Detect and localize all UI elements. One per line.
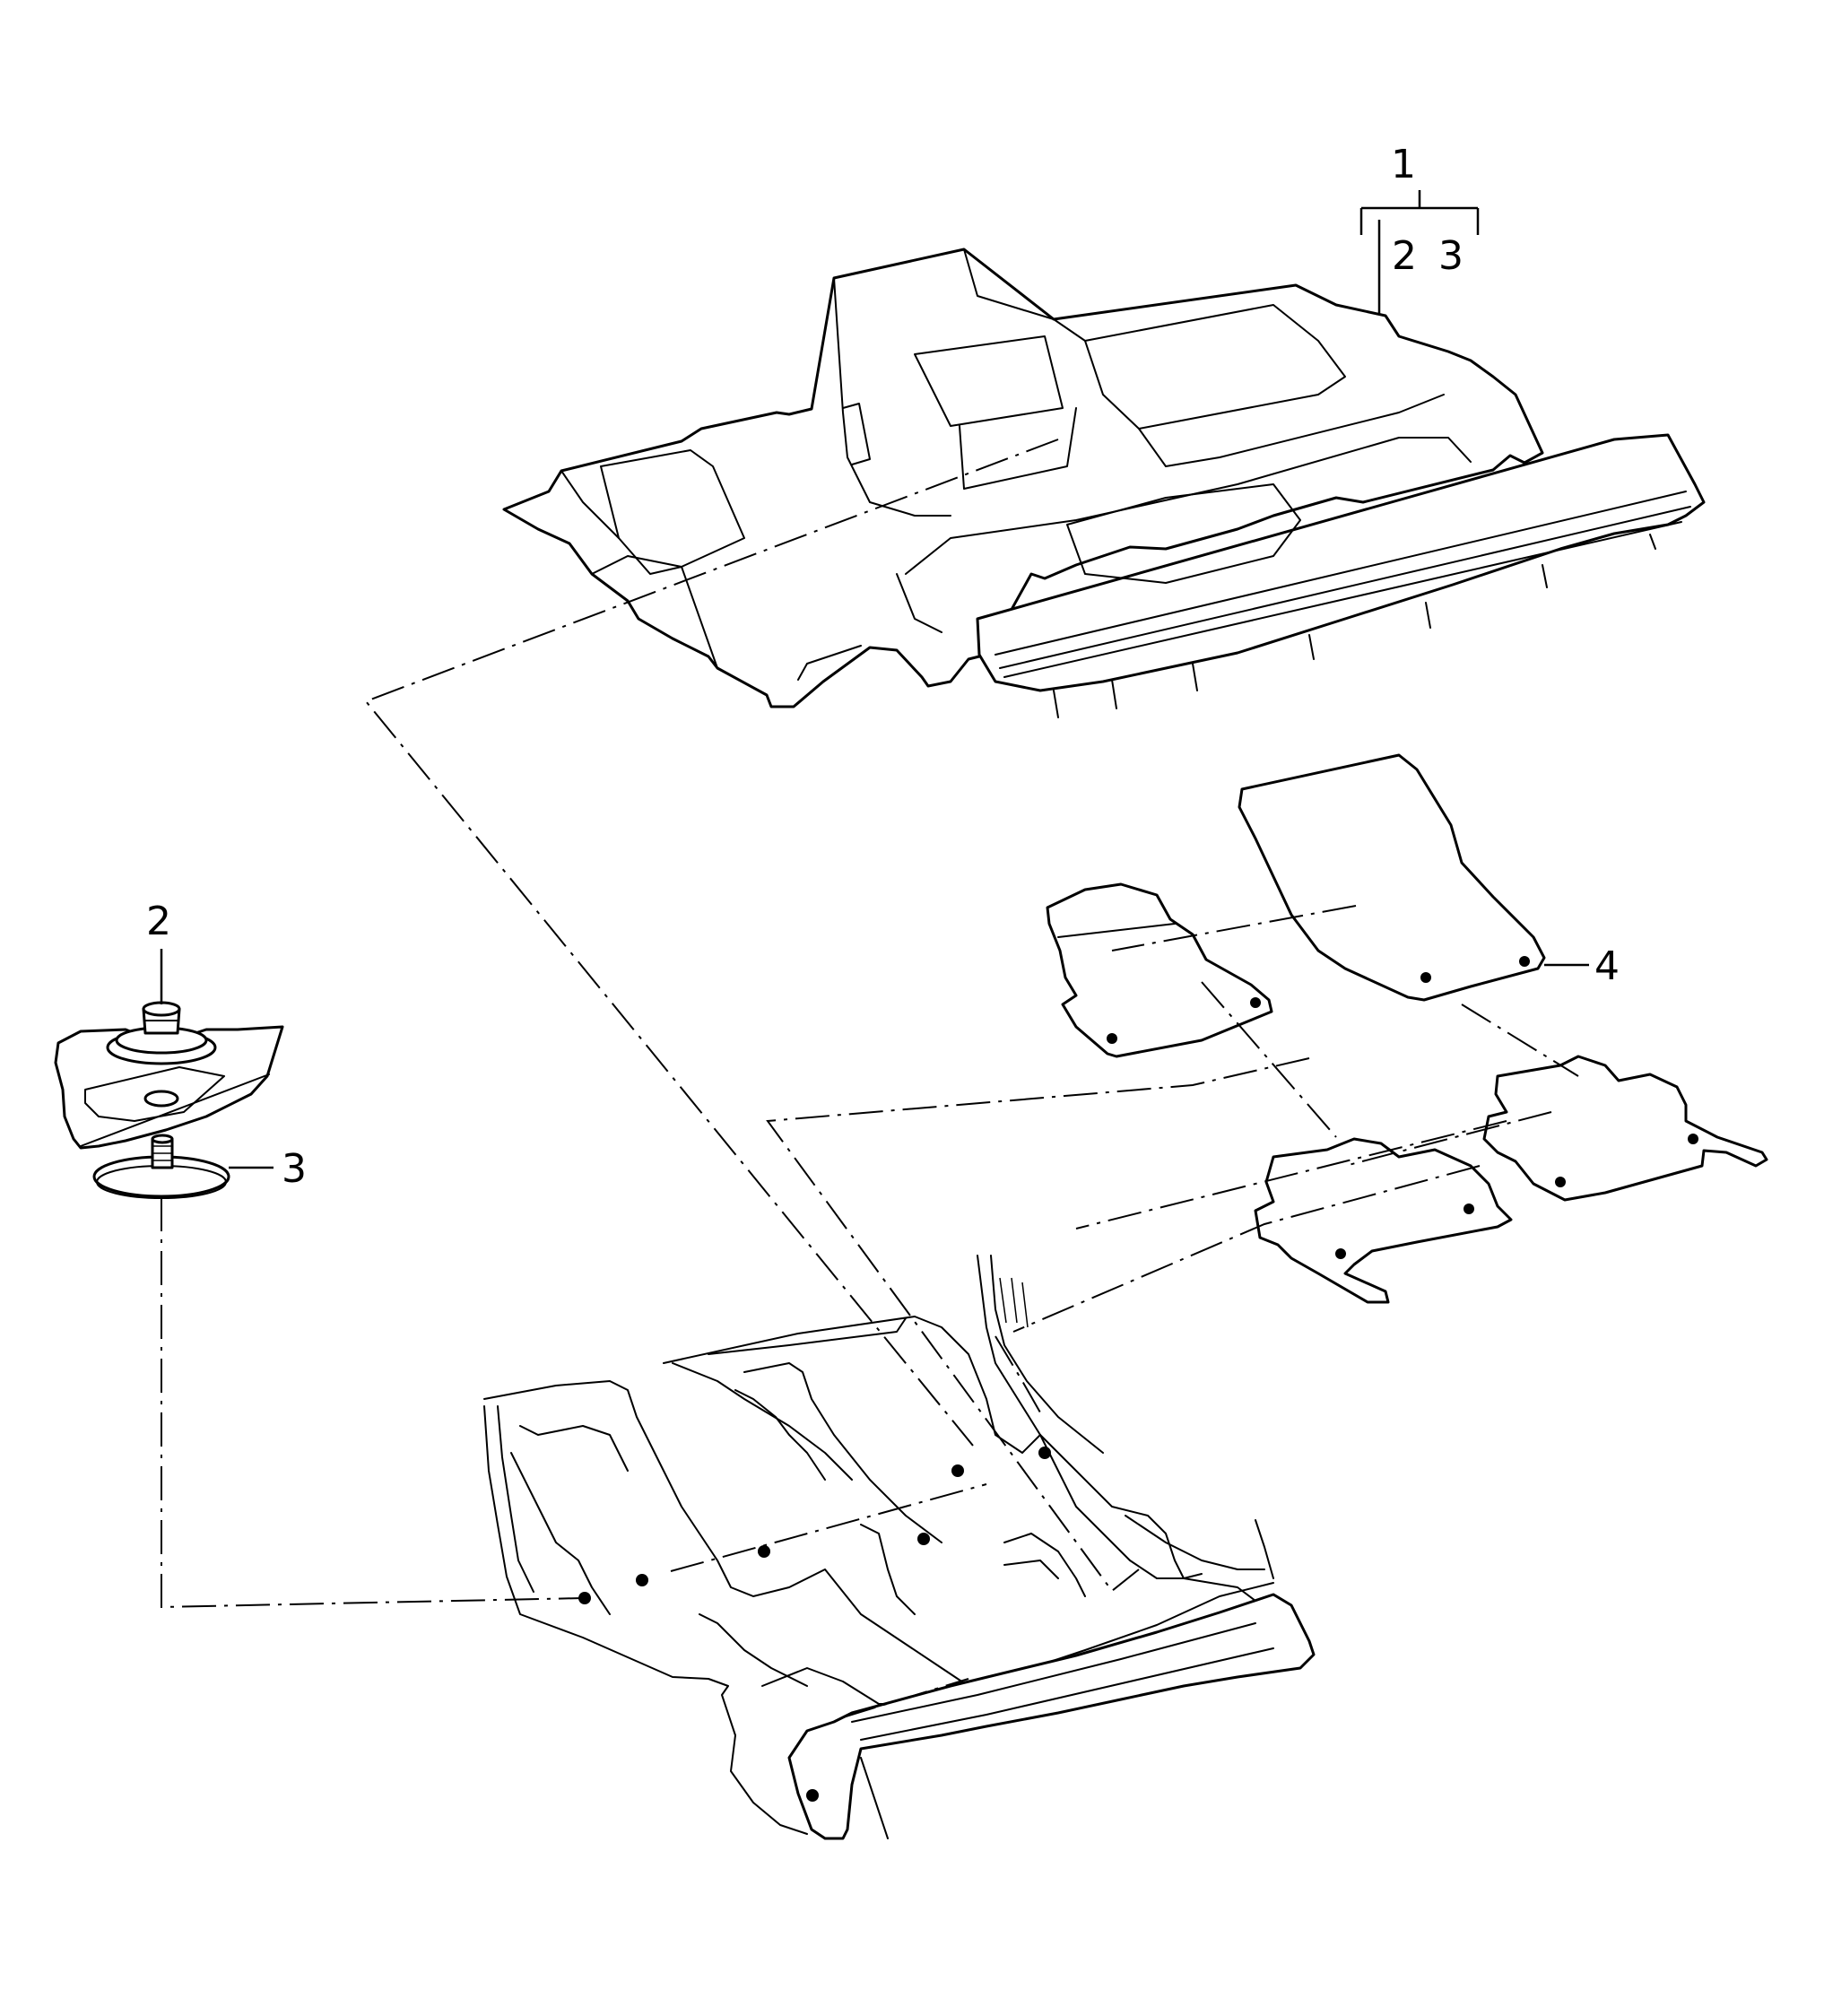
floor-mat-front-right — [1238, 753, 1546, 1002]
callout-label-4: 4 — [1594, 943, 1620, 989]
callout-assembly: 1 2 3 — [1359, 142, 1480, 314]
assembly-lines — [161, 439, 1579, 1718]
callout-label-3-top: 3 — [1438, 233, 1464, 279]
callout-washer: 3 — [229, 1146, 307, 1192]
carpet-assembly — [502, 248, 1706, 718]
callout-label-1: 1 — [1391, 142, 1416, 187]
callouts: 1 2 3 4 2 3 — [146, 142, 1620, 1192]
callout-fastener: 2 — [146, 899, 171, 1004]
callout-label-3: 3 — [282, 1146, 307, 1192]
vehicle-floor-pan — [483, 1255, 1316, 1840]
fastener-detail — [54, 1001, 284, 1199]
washer-stud — [92, 1134, 230, 1199]
callout-mats: 4 — [1544, 943, 1620, 989]
floor-mat-rear-right — [1482, 1055, 1768, 1202]
floor-mat-front-left — [1046, 882, 1273, 1058]
floor-mats — [1046, 753, 1768, 1304]
callout-label-2-top: 2 — [1392, 233, 1417, 279]
callout-label-2: 2 — [146, 899, 171, 944]
floor-mat-rear-left — [1254, 1137, 1513, 1304]
